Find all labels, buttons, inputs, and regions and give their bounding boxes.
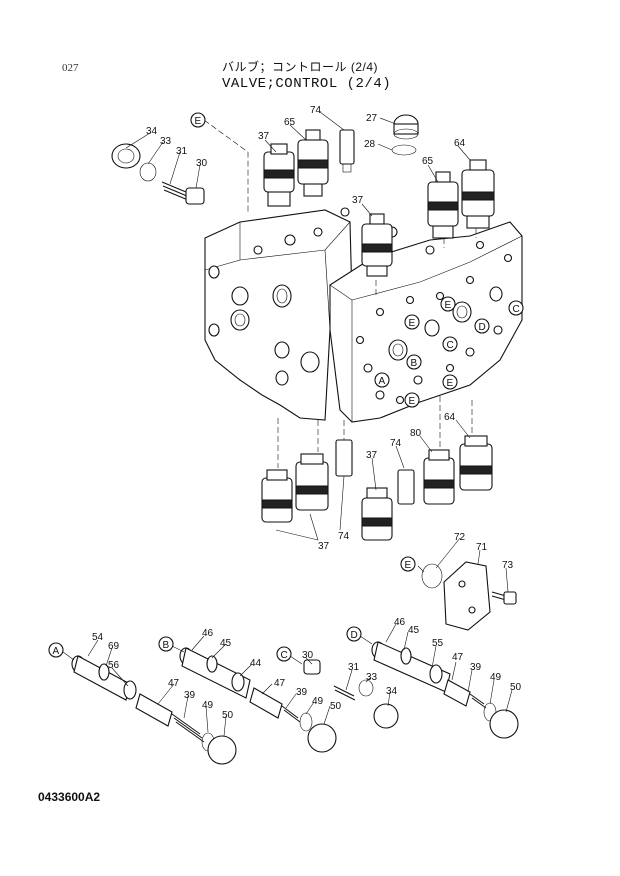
callout-50c: 50: [510, 682, 522, 693]
callout-73: 73: [502, 560, 514, 571]
ref-b-spool: B: [163, 640, 170, 651]
callout-37a: 37: [258, 131, 270, 142]
callout-39b: 39: [296, 687, 308, 698]
callout-49b: 49: [312, 696, 324, 707]
ref-e-plate: E: [405, 560, 412, 571]
callout-72: 72: [454, 532, 466, 543]
ref-c-2: C: [447, 340, 454, 351]
bottom-cartridges: [261, 435, 493, 541]
ref-e-1: E: [445, 300, 452, 311]
drawing-number: 0433600A2: [38, 790, 101, 804]
ref-d-spool: D: [351, 630, 358, 641]
callout-74b: 74: [390, 438, 402, 449]
callout-30a: 30: [196, 158, 208, 169]
callout-39c: 39: [470, 662, 482, 673]
title-japanese: バルブ；コントロール (2/4): [222, 60, 379, 74]
title-english: VALVE;CONTROL (2/4): [222, 76, 392, 92]
callout-28: 28: [364, 139, 376, 150]
callout-54: 54: [92, 632, 104, 643]
page-number: 027: [62, 62, 79, 74]
callout-64a: 64: [454, 138, 466, 149]
callout-45a: 45: [220, 638, 232, 649]
callout-49a: 49: [202, 700, 214, 711]
spool-d: [371, 641, 519, 739]
callout-50b: 50: [330, 701, 342, 712]
callout-47a: 47: [168, 678, 180, 689]
callout-46b: 46: [394, 617, 406, 628]
callout-45b: 45: [408, 625, 420, 636]
ref-b-1: B: [411, 358, 418, 369]
callout-37b: 37: [352, 195, 364, 206]
callout-numbers: 34 33 31 30 37 65 74 27 28 65 64 37 64 8…: [92, 105, 522, 721]
callout-55: 55: [432, 638, 444, 649]
callout-30b: 30: [302, 650, 314, 661]
callout-47c: 47: [452, 652, 464, 663]
ref-a-1: A: [379, 376, 386, 387]
callout-71: 71: [476, 542, 488, 553]
callout-65a: 65: [284, 117, 296, 128]
ref-e-4: E: [409, 396, 416, 407]
callout-37c: 37: [366, 450, 378, 461]
callout-56: 56: [108, 660, 120, 671]
ref-e-top: E: [195, 116, 202, 127]
callout-80: 80: [410, 428, 422, 439]
callout-50a: 50: [222, 710, 234, 721]
callout-69: 69: [108, 641, 120, 652]
top-cartridges: [111, 114, 495, 277]
callout-39a: 39: [184, 690, 196, 701]
callout-31a: 31: [176, 146, 188, 157]
ref-d-1: D: [479, 322, 486, 333]
callout-44: 44: [250, 658, 262, 669]
callout-46a: 46: [202, 628, 214, 639]
callout-74a: 74: [310, 105, 322, 116]
ref-a-spool: A: [53, 646, 60, 657]
callout-74c: 74: [338, 531, 350, 542]
spool-a: [71, 655, 237, 765]
reference-letters: E E E E E C C D B A E A B C D: [48, 112, 524, 662]
callout-31b: 31: [348, 662, 360, 673]
callout-34b: 34: [386, 686, 398, 697]
spool-c: [303, 659, 399, 729]
callout-47b: 47: [274, 678, 286, 689]
callout-33b: 33: [366, 672, 378, 683]
callout-49c: 49: [490, 672, 502, 683]
callout-27: 27: [366, 113, 378, 124]
callout-34a: 34: [146, 126, 158, 137]
leader-lines: [62, 111, 513, 737]
spool-b: [179, 647, 337, 753]
ref-e-2: E: [409, 318, 416, 329]
ref-e-3: E: [447, 378, 454, 389]
callout-33a: 33: [160, 136, 172, 147]
callout-37d: 37: [318, 541, 330, 552]
ref-c-1: C: [513, 304, 520, 315]
ref-c-spool: C: [281, 650, 288, 661]
callout-64b: 64: [444, 412, 456, 423]
cover-plate: [421, 561, 517, 631]
callout-65b: 65: [422, 156, 434, 167]
